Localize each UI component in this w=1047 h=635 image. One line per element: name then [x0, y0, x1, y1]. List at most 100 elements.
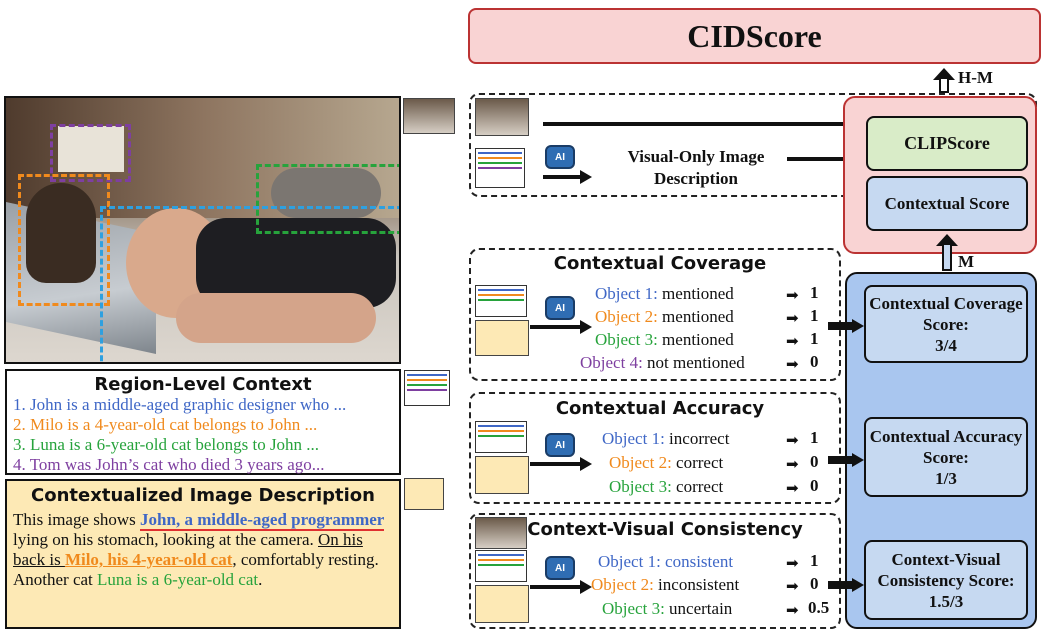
visual-only-description: Visual-Only Image Description: [627, 147, 765, 188]
consistency-value: 0.5: [808, 598, 830, 617]
hm-label: H-M: [958, 68, 993, 87]
clipscore-box: CLIPScore: [866, 116, 1028, 171]
robot-icon: AI: [545, 556, 575, 580]
scene-picture-tom: [58, 126, 124, 172]
right-arrow-icon: [580, 580, 592, 594]
right-arrow-icon: ➡: [786, 579, 799, 595]
consistency-row: Object 1: consistent: [598, 552, 734, 571]
consistency-value: 1: [810, 551, 819, 570]
right-arrow-icon: [787, 157, 854, 161]
accuracy-panel: [469, 392, 841, 504]
right-arrow-icon: [530, 325, 582, 329]
right-arrow-icon: [828, 322, 854, 330]
document-thumbnail-icon: [475, 285, 527, 317]
up-arrow-icon: [942, 245, 952, 271]
accuracy-row: Object 2: correct: [609, 453, 724, 472]
region-context-item: 3. Luna is a 6-year-old cat belongs to J…: [13, 435, 320, 454]
coverage-value: 1: [810, 306, 819, 325]
right-arrow-icon: [580, 170, 592, 184]
right-arrow-icon: [530, 462, 582, 466]
consistency-row: Object 2: inconsistent: [591, 575, 740, 594]
consistency-score-box: Context-Visual Consistency Score: 1.5/3: [864, 540, 1028, 620]
luna-mention: Luna is a 6-year-old cat: [97, 570, 259, 589]
robot-icon: AI: [545, 296, 575, 320]
coverage-value: 1: [810, 329, 819, 348]
coverage-row: Object 1: mentioned: [595, 284, 734, 303]
contextual-score-box: Contextual Score: [866, 176, 1028, 231]
consistency-panel: [469, 513, 841, 629]
up-arrow-icon: [933, 68, 955, 80]
region-context-title: Region-Level Context: [94, 374, 312, 395]
contextualized-description-panel: Contextualized Image Description This im…: [5, 479, 401, 629]
consistency-row: Object 3: uncertain: [602, 599, 733, 618]
region-context-item: 2. Milo is a 4-year-old cat belongs to J…: [13, 415, 318, 434]
document-thumbnail-icon: [475, 456, 529, 494]
contextualized-body: This image shows John, a middle-aged pro…: [13, 510, 385, 589]
right-arrow-icon: [543, 122, 853, 126]
m-label: M: [958, 252, 975, 271]
right-arrow-icon: [580, 457, 592, 471]
right-arrow-icon: [852, 319, 864, 333]
coverage-row: Object 3: mentioned: [595, 330, 734, 349]
milo-mention: Milo, his 4-year-old cat: [64, 550, 233, 569]
document-thumbnail-icon: [475, 421, 527, 453]
scene-arm: [176, 293, 376, 343]
accuracy-value: 0: [810, 452, 819, 471]
document-thumbnail-icon: [475, 148, 525, 188]
photo-thumbnail-icon: [403, 98, 455, 134]
document-thumbnail-icon: [475, 585, 529, 623]
right-arrow-icon: [828, 456, 854, 464]
coverage-title: Contextual Coverage: [553, 253, 767, 274]
right-arrow-icon: [530, 585, 582, 589]
coverage-panel: [469, 248, 841, 381]
john-mention: John, a middle-aged programmer: [140, 510, 385, 531]
right-arrow-icon: [852, 578, 864, 592]
accuracy-title: Contextual Accuracy: [555, 398, 765, 419]
cidscore-title: CIDScore: [468, 8, 1041, 64]
accuracy-value: 1: [810, 428, 819, 447]
scene-cat-milo: [26, 183, 96, 283]
right-arrow-icon: ➡: [786, 311, 799, 327]
up-arrow-icon: [936, 234, 958, 246]
consistency-value: 0: [810, 574, 819, 593]
coverage-value: 0: [810, 352, 819, 371]
region-context-item: 4. Tom was John’s cat who died 3 years a…: [13, 455, 325, 474]
accuracy-score-box: Contextual Accuracy Score: 1/3: [864, 417, 1028, 497]
right-arrow-icon: ➡: [786, 433, 799, 449]
right-arrow-icon: ➡: [786, 481, 799, 497]
photo-thumbnail-icon: [475, 517, 527, 549]
robot-icon: AI: [545, 433, 575, 457]
scene-cat-luna: [271, 168, 381, 218]
region-context-item: 1. John is a middle-aged graphic designe…: [13, 395, 347, 414]
accuracy-row: Object 1: incorrect: [602, 429, 730, 448]
document-thumbnail-icon: [475, 320, 529, 356]
right-arrow-icon: ➡: [786, 556, 799, 572]
right-arrow-icon: ➡: [786, 457, 799, 473]
consistency-title: Context-Visual Consistency: [527, 519, 803, 540]
right-arrow-icon: [852, 453, 864, 467]
contextualized-title: Contextualized Image Description: [31, 485, 375, 506]
region-box-john: [100, 206, 399, 362]
document-thumbnail-icon: [475, 550, 527, 582]
right-arrow-icon: [543, 175, 581, 179]
right-arrow-icon: ➡: [786, 334, 799, 350]
region-box-milo: [18, 174, 110, 306]
main-photo: [4, 96, 401, 364]
right-arrow-icon: ➡: [786, 288, 799, 304]
coverage-score-box: Contextual Coverage Score: 3/4: [864, 285, 1028, 363]
right-arrow-icon: [828, 581, 854, 589]
coverage-value: 1: [810, 283, 819, 302]
accuracy-value: 0: [810, 476, 819, 495]
photo-thumbnail-icon: [475, 98, 529, 136]
document-thumbnail-icon: [404, 370, 450, 406]
coverage-row: Object 2: mentioned: [595, 307, 734, 326]
up-arrow-icon: [939, 79, 949, 93]
right-arrow-icon: ➡: [786, 357, 799, 373]
document-thumbnail-icon: [404, 478, 444, 510]
coverage-row: Object 4: not mentioned: [580, 353, 745, 372]
accuracy-row: Object 3: correct: [609, 477, 724, 496]
right-arrow-icon: [580, 320, 592, 334]
region-box-luna: [256, 164, 399, 234]
region-context-panel: Region-Level Context 1. John is a middle…: [5, 369, 401, 475]
robot-icon: AI: [545, 145, 575, 169]
